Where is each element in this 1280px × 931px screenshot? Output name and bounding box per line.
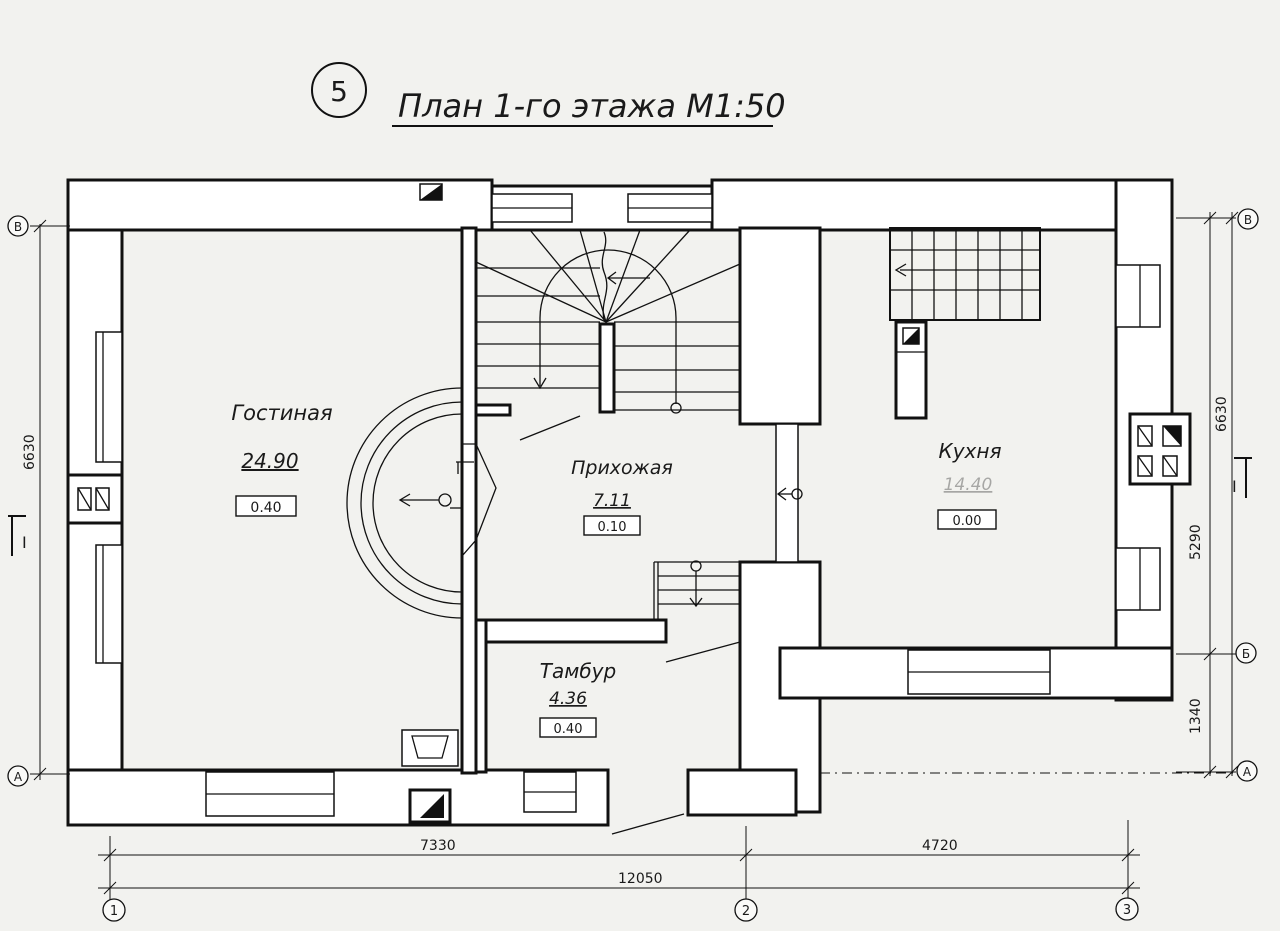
dim-bottom-total: 12050 xyxy=(618,871,663,887)
drawing-title: План 1-го этажа М1:50 xyxy=(398,87,786,125)
axis-label: Б xyxy=(1242,647,1250,661)
axis-bubble xyxy=(1236,760,1258,782)
axis-bubble xyxy=(7,765,29,787)
room-level: 0.40 xyxy=(554,722,583,737)
title-block: 5 План 1-го этажа М1:50 xyxy=(311,62,786,127)
wall-vestibule-top xyxy=(474,618,668,644)
room-name: Гостиная xyxy=(231,401,332,425)
window-kitchen-right-lower xyxy=(1115,547,1161,611)
room-area: 7.11 xyxy=(593,491,631,511)
main-staircase xyxy=(475,229,741,414)
right-dimensions: 6630 5290 1340 В Б А I xyxy=(1176,208,1259,782)
wall-vestibule-bottom xyxy=(686,768,798,817)
doors xyxy=(346,387,803,835)
axis-label: В xyxy=(14,220,22,234)
wall-living-hall xyxy=(460,226,478,775)
axis-label: 2 xyxy=(742,904,750,919)
entry-steps xyxy=(653,560,740,620)
window-living-left-upper xyxy=(95,331,123,463)
room-kitchen: Кухня 14.40 0.00 xyxy=(937,439,1002,530)
sheet-number-circle xyxy=(311,62,367,118)
axis-label: А xyxy=(14,770,23,784)
room-name: Кухня xyxy=(939,439,1002,463)
dim-right-upper: 5290 xyxy=(1188,524,1204,560)
room-area: 4.36 xyxy=(549,689,587,709)
axis-bubble xyxy=(102,898,126,922)
window-living-left-lower xyxy=(95,544,123,664)
section-mark-left: I xyxy=(22,533,27,552)
room-name: Прихожая xyxy=(571,457,673,479)
axis-label: 3 xyxy=(1123,903,1131,918)
wall-top-kitchen xyxy=(710,178,1174,232)
wall-stair-center xyxy=(598,322,616,414)
dim-left-height: 6630 xyxy=(22,434,38,470)
axis-label: В xyxy=(1244,213,1252,227)
wall-stair-stub xyxy=(474,403,512,417)
axis-bubble xyxy=(1237,208,1259,230)
dim-right-height: 6630 xyxy=(1214,396,1230,432)
room-vestibule: Тамбур 4.36 0.40 xyxy=(539,659,616,738)
wall-stair-kitchen xyxy=(738,226,822,426)
room-name: Тамбур xyxy=(540,659,616,683)
axis-label: А xyxy=(1243,765,1252,779)
door-kitchen xyxy=(775,423,799,563)
dim-right-lower: 1340 xyxy=(1188,698,1204,734)
window-kitchen-right-upper xyxy=(1115,264,1161,328)
room-area: 24.90 xyxy=(241,449,298,473)
wall-vestibule-left xyxy=(474,618,488,774)
room-level: 0.40 xyxy=(250,500,281,516)
room-level: 0.10 xyxy=(598,520,627,535)
dim-bottom-1: 7330 xyxy=(420,838,456,854)
wall-bottom-living xyxy=(66,768,610,827)
axis-label: 1 xyxy=(110,904,118,919)
axis-bubble xyxy=(1235,642,1257,664)
room-area: 14.40 xyxy=(944,475,993,495)
windows xyxy=(95,193,1161,817)
axis-bubble xyxy=(734,898,758,922)
chimney-left xyxy=(66,473,124,525)
sheet-number: 5 xyxy=(330,75,348,108)
room-hall: Прихожая 7.11 0.10 xyxy=(571,457,673,536)
section-mark-right: I xyxy=(1232,477,1237,496)
room-level: 0.00 xyxy=(953,514,982,529)
dim-bottom-2: 4720 xyxy=(922,838,958,854)
left-dimensions: 6630 В А I xyxy=(7,215,70,787)
axis-bubble xyxy=(7,215,29,237)
kitchen-staircase xyxy=(889,227,1041,420)
chimneys xyxy=(66,183,1192,824)
room-living: Гостиная 24.90 0.40 xyxy=(231,401,333,517)
axis-bubble xyxy=(1115,897,1139,921)
bottom-dimensions: 7330 4720 12050 1 2 3 xyxy=(98,820,1140,922)
